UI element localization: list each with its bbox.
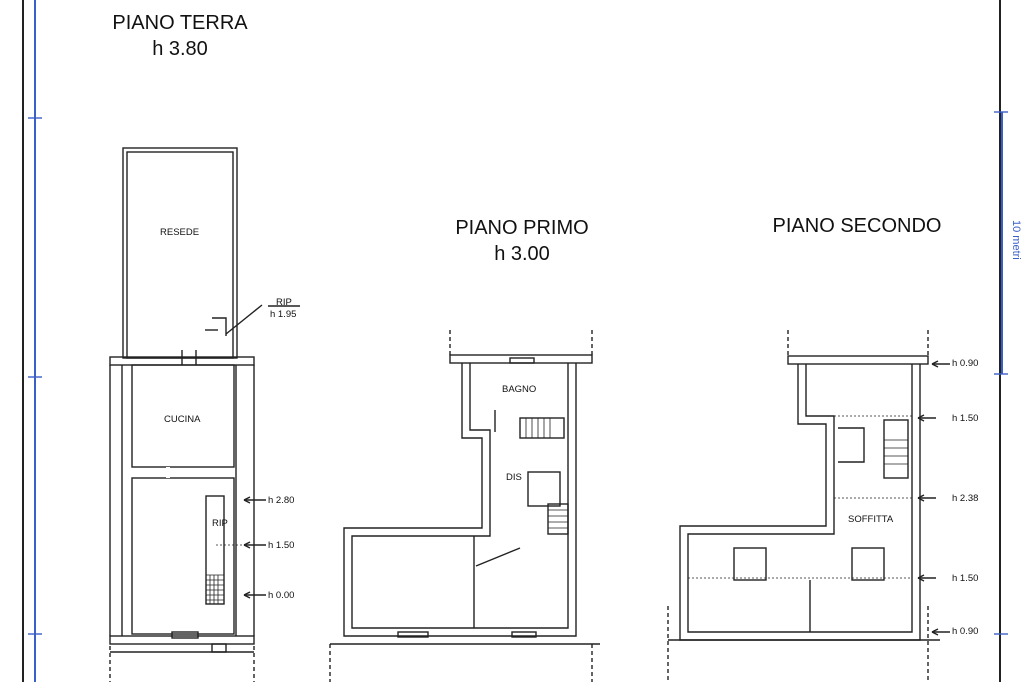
room-label-rip-top-height: h 1.95 — [270, 309, 297, 320]
second-floor-plan — [667, 330, 950, 682]
room-label-rip-top: RIP — [276, 297, 292, 308]
first-floor-plan — [329, 330, 600, 682]
scale-bar — [1001, 112, 1003, 374]
room-label-soffitta: SOFFITTA — [848, 514, 894, 525]
first-floor-title: PIANO PRIMO h 3.00 — [432, 215, 612, 267]
left-blue-margin — [34, 0, 36, 682]
second-level-3: h 2.38 — [952, 493, 979, 504]
ground-level-1: h 2.80 — [268, 495, 295, 506]
ground-floor-height: h 3.80 — [152, 38, 208, 60]
room-label-bagno: BAGNO — [502, 384, 537, 395]
second-floor-title: PIANO SECONDO — [752, 213, 962, 239]
ground-floor-plan — [109, 147, 300, 682]
second-floor-name: PIANO SECONDO — [772, 215, 942, 237]
room-label-cucina: CUCINA — [164, 414, 201, 425]
first-floor-name: PIANO PRIMO — [455, 217, 589, 239]
room-label-dis: DIS — [506, 472, 522, 483]
ground-floor-name: PIANO TERRA — [112, 12, 248, 34]
second-level-4: h 1.50 — [952, 573, 979, 584]
ground-level-2: h 1.50 — [268, 540, 295, 551]
ground-floor-title: PIANO TERRA h 3.80 — [90, 10, 270, 62]
first-floor-height: h 3.00 — [494, 243, 550, 265]
right-border-line — [999, 0, 1001, 682]
left-border-line — [22, 0, 24, 682]
ground-level-3: h 0.00 — [268, 590, 295, 601]
room-label-rip: RIP — [212, 518, 228, 529]
room-label-resede: RESEDE — [160, 227, 200, 238]
second-level-5: h 0.90 — [952, 626, 979, 637]
second-level-2: h 1.50 — [952, 413, 979, 424]
second-level-1: h 0.90 — [952, 358, 979, 369]
